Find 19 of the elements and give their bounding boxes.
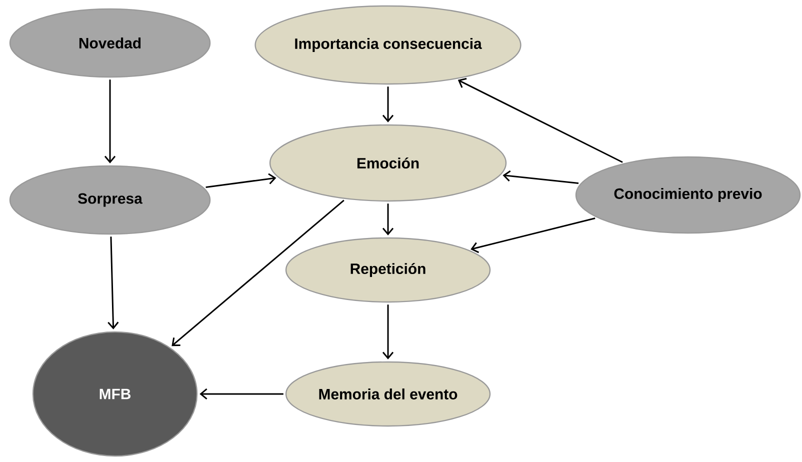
arrow — [382, 86, 394, 122]
ellipse-node: Repetición — [285, 237, 491, 303]
arrow — [502, 170, 579, 184]
ellipse-node: Novedad — [9, 8, 211, 78]
arrow — [382, 204, 394, 236]
ellipse-node: Sorpresa — [9, 165, 211, 235]
arrow — [200, 388, 284, 400]
ellipse-node: Importancia consecuencia — [254, 5, 522, 85]
ellipse-node: Emoción — [269, 124, 507, 202]
arrow — [470, 217, 596, 254]
arrow — [458, 78, 623, 163]
arrow — [104, 80, 116, 164]
arrow — [172, 200, 344, 346]
arrow — [206, 173, 276, 188]
ellipse-node: Conocimiento previo — [575, 156, 801, 234]
ellipse-node: Memoria del evento — [285, 361, 491, 427]
circle-node: MFB — [32, 331, 198, 457]
arrow — [108, 236, 119, 330]
arrow — [382, 304, 394, 360]
